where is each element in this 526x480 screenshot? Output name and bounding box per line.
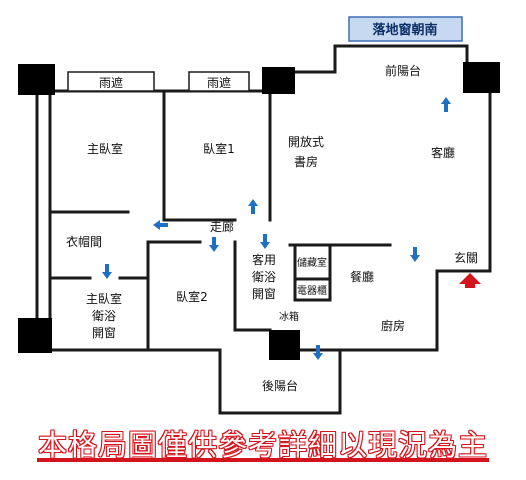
label-awning-1: 雨遮	[99, 75, 123, 90]
arrow-down-icon	[209, 237, 219, 252]
arrow-down-icon	[102, 264, 112, 279]
pillars	[18, 62, 500, 360]
arrow-left-icon	[153, 220, 168, 230]
label-storage: 儲藏室	[297, 256, 327, 269]
label-living-room: 客廳	[431, 145, 455, 160]
room-labels: 前陽台 雨遮 雨遮 主臥室 臥室1 開放式 書房 客廳 衣帽間 走廊 玄關 主臥…	[66, 63, 478, 393]
disclaimer-text: 本格局圖僅供參考詳細以現況為主	[37, 428, 488, 462]
label-corridor: 走廊	[210, 219, 234, 234]
arrow-up-icon	[248, 199, 258, 214]
label-rear-balcony: 後陽台	[262, 378, 298, 393]
awning-1	[67, 71, 155, 92]
arrow-down-icon	[260, 234, 270, 249]
awning-2	[188, 71, 250, 92]
label-entrance: 玄關	[454, 250, 478, 265]
label-fridge: 冰箱	[279, 310, 299, 323]
arrow-up-icon	[441, 97, 451, 112]
label-study-line-2: 書房	[294, 154, 318, 169]
pillar-top-right	[463, 62, 500, 93]
door-arrows	[102, 97, 451, 360]
label-bedroom-1: 臥室1	[203, 141, 235, 156]
label-master-bath-line-3: 開窗	[92, 326, 116, 340]
pillar-bottom-left	[18, 318, 52, 353]
window-note-badge	[348, 16, 463, 42]
arrow-down-icon	[410, 247, 420, 262]
label-master-bath-line-2: 衛浴	[92, 309, 116, 323]
pillar-fridge	[269, 330, 300, 360]
pillar-top-middle	[262, 67, 295, 94]
label-guest-bath-line-2: 衛浴	[252, 270, 276, 284]
label-walk-in-closet: 衣帽間	[66, 234, 102, 249]
pillar-top-left	[18, 64, 55, 95]
walls	[35, 44, 492, 415]
label-master-bath-line-1: 主臥室	[86, 291, 122, 306]
label-kitchen: 廚房	[381, 318, 405, 333]
label-guest-bath-line-3: 開窗	[252, 287, 276, 301]
label-dining-room: 餐廳	[350, 269, 374, 284]
label-bedroom-2: 臥室2	[176, 289, 208, 304]
label-guest-bath-line-1: 客用	[252, 252, 276, 267]
arrow-down-icon	[313, 345, 323, 360]
label-front-balcony: 前陽台	[385, 63, 421, 78]
window-note-text: 落地窗朝南	[372, 22, 437, 38]
label-awning-2: 雨遮	[207, 75, 231, 90]
label-electrical-cabinet: 電器櫃	[297, 284, 327, 297]
label-study-line-1: 開放式	[288, 134, 324, 149]
entrance-arrow-icon	[459, 273, 481, 288]
label-master-bedroom: 主臥室	[87, 141, 123, 156]
